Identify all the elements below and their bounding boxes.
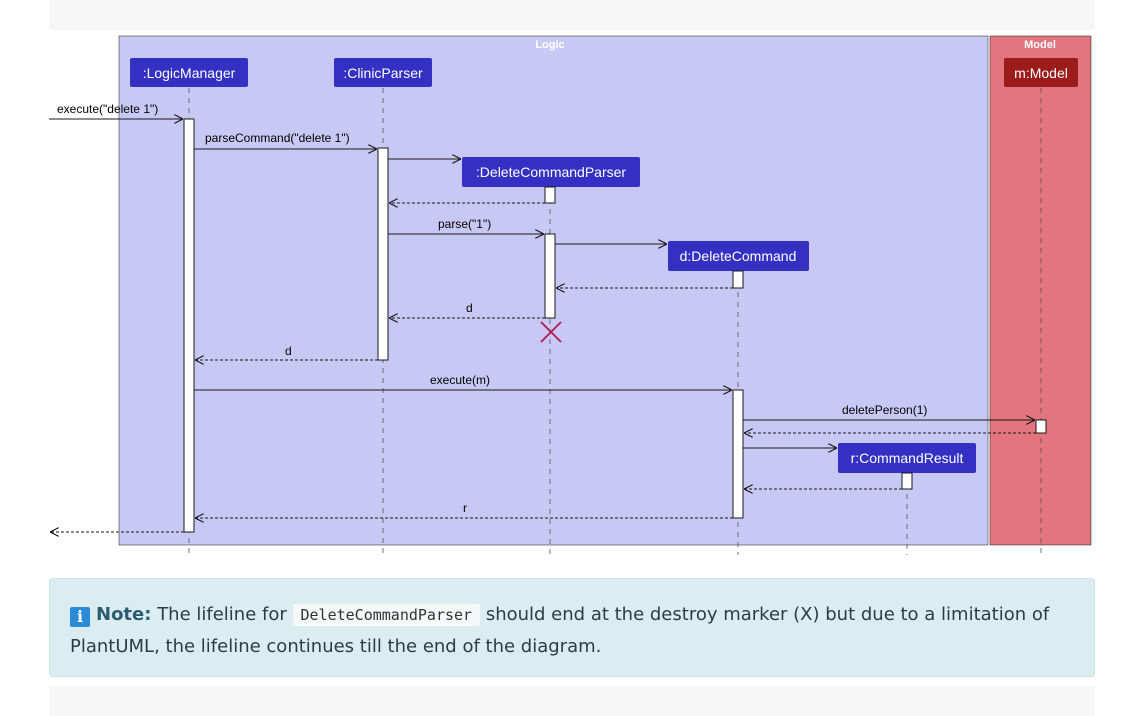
participant-model: m:Model bbox=[1004, 58, 1078, 87]
activation-deletecommand-2 bbox=[732, 389, 744, 519]
model-box-label: Model bbox=[1024, 39, 1056, 51]
participant-logicmanager: :LogicManager bbox=[130, 58, 248, 87]
activation-logicmanager bbox=[183, 118, 195, 533]
msg-return-d-to-clinicparser-label: d bbox=[466, 301, 473, 315]
participant-clinicparser: :ClinicParser bbox=[334, 58, 432, 87]
participant-model-label: m:Model bbox=[1014, 65, 1068, 81]
note-code: DeleteCommandParser bbox=[292, 604, 481, 626]
activation-clinicparser bbox=[377, 147, 389, 361]
participant-commandresult-label: r:CommandResult bbox=[851, 450, 964, 466]
activation-deletecommandparser-1 bbox=[544, 186, 556, 204]
activation-model bbox=[1035, 419, 1047, 434]
model-box bbox=[989, 35, 1092, 546]
msg-execute-delete-label: execute("delete 1") bbox=[57, 102, 158, 116]
participant-deletecommand: d:DeleteCommand bbox=[668, 241, 809, 271]
msg-return-r-label: r bbox=[463, 501, 467, 515]
note-label: Note: bbox=[96, 604, 152, 625]
logic-box-label: Logic bbox=[535, 39, 564, 51]
participant-deletecommandparser-label: :DeleteCommandParser bbox=[476, 164, 627, 180]
destroy-marker bbox=[540, 321, 562, 343]
bottom-strip bbox=[49, 686, 1095, 716]
participant-deletecommand-label: d:DeleteCommand bbox=[680, 248, 797, 264]
msg-return-d-to-logicmanager-label: d bbox=[285, 344, 292, 358]
info-icon: i bbox=[70, 607, 90, 627]
note-box: i Note: The lifeline for DeleteCommandPar… bbox=[49, 578, 1095, 677]
note-text-after: should end at the destroy marker (X) but… bbox=[70, 604, 1050, 657]
activation-deletecommandparser-2 bbox=[544, 233, 556, 319]
msg-execute-m-label: execute(m) bbox=[430, 373, 490, 387]
msg-parse-label: parse("1") bbox=[438, 217, 491, 231]
msg-deleteperson-label: deletePerson(1) bbox=[842, 403, 927, 417]
participant-commandresult: r:CommandResult bbox=[838, 443, 976, 473]
participant-logicmanager-label: :LogicManager bbox=[143, 65, 236, 81]
msg-parsecommand-label: parseCommand("delete 1") bbox=[205, 131, 350, 145]
sequence-diagram: Logic Model :LogicManager :ClinicParser … bbox=[49, 35, 1092, 555]
note-text-before: The lifeline for bbox=[157, 604, 287, 625]
participant-deletecommandparser: :DeleteCommandParser bbox=[462, 157, 640, 187]
participant-clinicparser-label: :ClinicParser bbox=[343, 65, 423, 81]
activation-deletecommand-1 bbox=[732, 270, 744, 289]
top-strip bbox=[49, 0, 1095, 30]
activation-commandresult bbox=[901, 472, 913, 490]
